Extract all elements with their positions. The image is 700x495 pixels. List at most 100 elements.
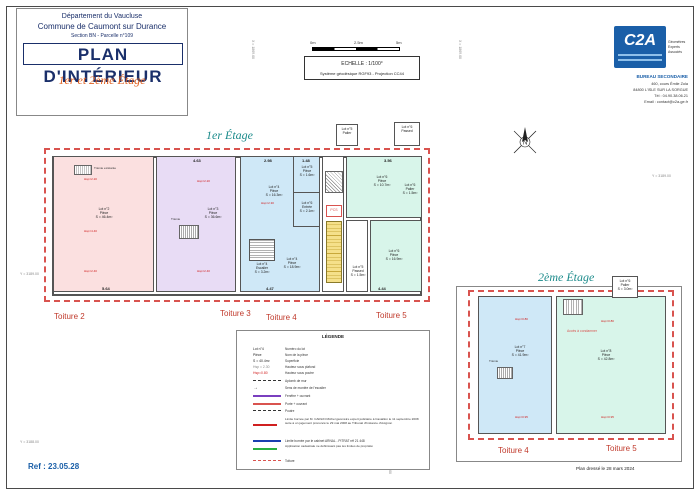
callout-lot6-passed: Lot n°6 Passed bbox=[394, 122, 420, 146]
page-frame bbox=[6, 6, 694, 489]
logo-stripes bbox=[618, 54, 662, 56]
legend-text-stair: Sens de montée de l'escalier bbox=[285, 385, 326, 390]
room-lot8-hsp-2: Hsp=0.95 bbox=[601, 415, 614, 419]
room-lot4-hsp: Hsp=2.30 bbox=[261, 201, 274, 205]
legend-item-stair: → Sens de montée de l'escalier bbox=[253, 384, 326, 391]
roof-label-4-floor2: Toiture 4 bbox=[498, 446, 529, 455]
roof-label-4: Toiture 4 bbox=[266, 313, 297, 322]
legend-item-limit2: Limite bornée par le cabinet ARNAL - PIT… bbox=[253, 437, 365, 444]
room-lot2-hsp-3: Hsp=2.40 bbox=[84, 269, 97, 273]
room-lot8-hsp-1: Hsp=0.80 bbox=[601, 319, 614, 323]
room-lot7-label: Lot n°7 Pièce S = 41.9m² bbox=[511, 345, 529, 357]
legend-text-aplomb: Aplomb de mur bbox=[285, 378, 307, 383]
room-lot7[interactable]: Lot n°7 Pièce S = 41.9m² Trémie Hsp=0.80… bbox=[478, 296, 552, 434]
legend-text-cadastre: Application cadastrale ne définissant pa… bbox=[285, 444, 373, 448]
tremie-lot7 bbox=[497, 367, 513, 379]
legend-item-hsp: Hsp = 2.30 Hauteur sous plafond bbox=[253, 363, 315, 370]
room-lot6-entree-label: Lot n°6 Entrée S = 2.1m² bbox=[299, 201, 315, 213]
room-lot3[interactable]: Lot n°3 Pièce S = 36.6m² Trémie Hsp=2.20… bbox=[156, 156, 236, 292]
logo-text: C2A bbox=[623, 32, 656, 49]
legend-text-window: Fenêtre + ouvrant bbox=[285, 393, 311, 398]
dim-top-1: 4.63 bbox=[193, 158, 201, 163]
legend-sym-surface: S = 40.4m² bbox=[253, 358, 270, 363]
room-lot6-lower[interactable]: Lot n°6 Pièce S = 16.9m² bbox=[370, 220, 422, 292]
room-lot2-label: Lot n°2 Pièce S = 46.4m² bbox=[95, 207, 113, 219]
room-lot7-hsp-1: Hsp=0.80 bbox=[515, 317, 528, 321]
legend-line-roof bbox=[253, 460, 281, 461]
company-logo: C2A bbox=[614, 26, 666, 68]
coord-label-5: Y = 3188.00 bbox=[20, 440, 39, 444]
legend-text-limit1: Limite bornée par M. CARLIN Michel géomè… bbox=[285, 417, 419, 425]
room-lot6-upper[interactable]: Lot n°6 Pièce S = 10.7m² Lot n°6 Palier … bbox=[346, 156, 422, 218]
legend-sym-piece: Pièce bbox=[253, 352, 262, 357]
phone-label: Tél : 04.90.38.06.21 bbox=[654, 94, 688, 98]
callout-lot6-passed-label: Lot n°6 Passed bbox=[401, 125, 413, 133]
stairwell-core: PCS bbox=[322, 156, 344, 292]
callout-lot5-palier-label: Lot n°5 Palier bbox=[341, 127, 353, 135]
coord-label-2: X = 1869.00 bbox=[458, 40, 462, 59]
roof-label-5: Toiture 5 bbox=[376, 311, 407, 320]
legend-line-limit2 bbox=[253, 439, 281, 442]
legend-item-limit1: Limite bornée par M. CARLIN Michel géomè… bbox=[253, 417, 425, 435]
dim-bottom-1: 5.64 bbox=[102, 286, 110, 291]
echelle-label: ECHELLE : 1/100° bbox=[341, 61, 383, 67]
legend-text-beam: Poutre bbox=[285, 408, 295, 413]
department-label: Département du Vaucluse bbox=[61, 13, 143, 20]
room-lot4-label: Lot n°4 Pièce S = 16.3m² bbox=[265, 185, 283, 197]
room-lot3-label: Lot n°3 Pièce S = 36.6m² bbox=[204, 207, 222, 219]
office-label: BUREAU SECONDAIRE bbox=[636, 74, 688, 79]
legend-text-lot: Numéro du lot bbox=[285, 346, 306, 351]
coord-label-4: Y = 3189.00 bbox=[652, 174, 671, 178]
yellow-stair bbox=[326, 221, 342, 283]
email-label: Email : contact@c2a-ge.fr bbox=[644, 100, 688, 104]
header-block: Département du Vaucluse Commune de Caumo… bbox=[16, 8, 188, 116]
tremie-lot7-label: Trémie bbox=[489, 359, 499, 363]
legend-line-window bbox=[253, 394, 281, 397]
legend-arrow-stair: → bbox=[253, 384, 258, 391]
room-lot3-hsp-2: Hsp=2.40 bbox=[197, 269, 210, 273]
legend-line-aplomb bbox=[253, 380, 281, 381]
legend-text-hsp: Hauteur sous plafond bbox=[285, 364, 316, 369]
room-lot2[interactable]: Lot n°2 Pièce S = 46.4m² Trémie existant… bbox=[53, 156, 154, 292]
callout-lot6-palier-2: Lot n°6 Palier S = 3.0m² bbox=[612, 276, 638, 298]
tremie-existing bbox=[74, 165, 92, 175]
room-lot7-hsp-2: Hsp=0.95 bbox=[515, 415, 528, 419]
callout-lot5-palier: Lot n°5 Palier bbox=[336, 124, 358, 146]
room-lot5-passed[interactable]: Lot n°5 Passed S = 1.5m² bbox=[346, 220, 368, 292]
floor2-frame bbox=[456, 286, 682, 462]
legend-text-door: Porte + ouvrant bbox=[285, 401, 307, 406]
room-lot8[interactable]: Accès à condamner Lot n°8 Pièce S = 42.8… bbox=[556, 296, 666, 434]
company-name-3: Associés bbox=[668, 50, 683, 54]
scale-tick-2: 5m bbox=[396, 40, 402, 45]
roof-label-2: Toiture 2 bbox=[54, 312, 85, 321]
legend-sym-hsp-poutre: Hsp=0.80 bbox=[253, 370, 268, 375]
room-lot5-small: Lot n°5 Pièce S = 1.6m² bbox=[293, 157, 320, 193]
spiral-stair bbox=[325, 171, 343, 193]
company-name-1: Géomètres bbox=[668, 40, 686, 44]
legend-item-roof: Toiture bbox=[253, 457, 295, 464]
section-label: Section BN - Parcelle n°109 bbox=[70, 33, 134, 39]
system-label: Système géodésique RGF93 - Projection CC… bbox=[319, 71, 405, 76]
legend-item-window: Fenêtre + ouvrant bbox=[253, 392, 310, 399]
legend-sym-hsp: Hsp = 2.30 bbox=[253, 364, 270, 369]
legend-line-cadastre bbox=[253, 448, 277, 450]
scale-text-box: ECHELLE : 1/100° Système géodésique RGF9… bbox=[304, 56, 420, 80]
legend-text-piece: Nom de la pièce bbox=[285, 352, 309, 357]
floor2-title: 2ème Étage bbox=[538, 270, 595, 284]
company-block: C2A Géomètres Experts Associés BUREAU SE… bbox=[606, 26, 692, 118]
tremie-existing-label: Trémie existante bbox=[94, 166, 117, 170]
room-lot5-passed-label: Lot n°5 Passed S = 1.5m² bbox=[350, 265, 366, 277]
legend-title: LÉGENDE bbox=[321, 334, 345, 339]
room-lot6-palier-label: Lot n°6 Palier S = 1.5m² bbox=[402, 183, 418, 195]
legend-item-beam: Poutre bbox=[253, 407, 294, 414]
legend-text-hsp-poutre: Hauteur sous poutre bbox=[285, 370, 314, 375]
company-name-2: Experts bbox=[668, 45, 680, 49]
room-lot4-pieces[interactable]: Lot n°4 Pièce S = 16.3m² Lot n°5 Pièce S… bbox=[240, 156, 320, 292]
room-lot3-hsp-1: Hsp=2.20 bbox=[197, 179, 210, 183]
room-lot4b-label: Lot n°4 Pièce S = 18.9m² bbox=[283, 257, 301, 269]
legend-line-door bbox=[253, 402, 281, 405]
page-subtitle: 1er et 2ème Étage bbox=[58, 73, 146, 87]
legend-item-piece: Pièce Nom de la pièce bbox=[253, 351, 308, 358]
roof-label-5-floor2: Toiture 5 bbox=[606, 444, 637, 453]
